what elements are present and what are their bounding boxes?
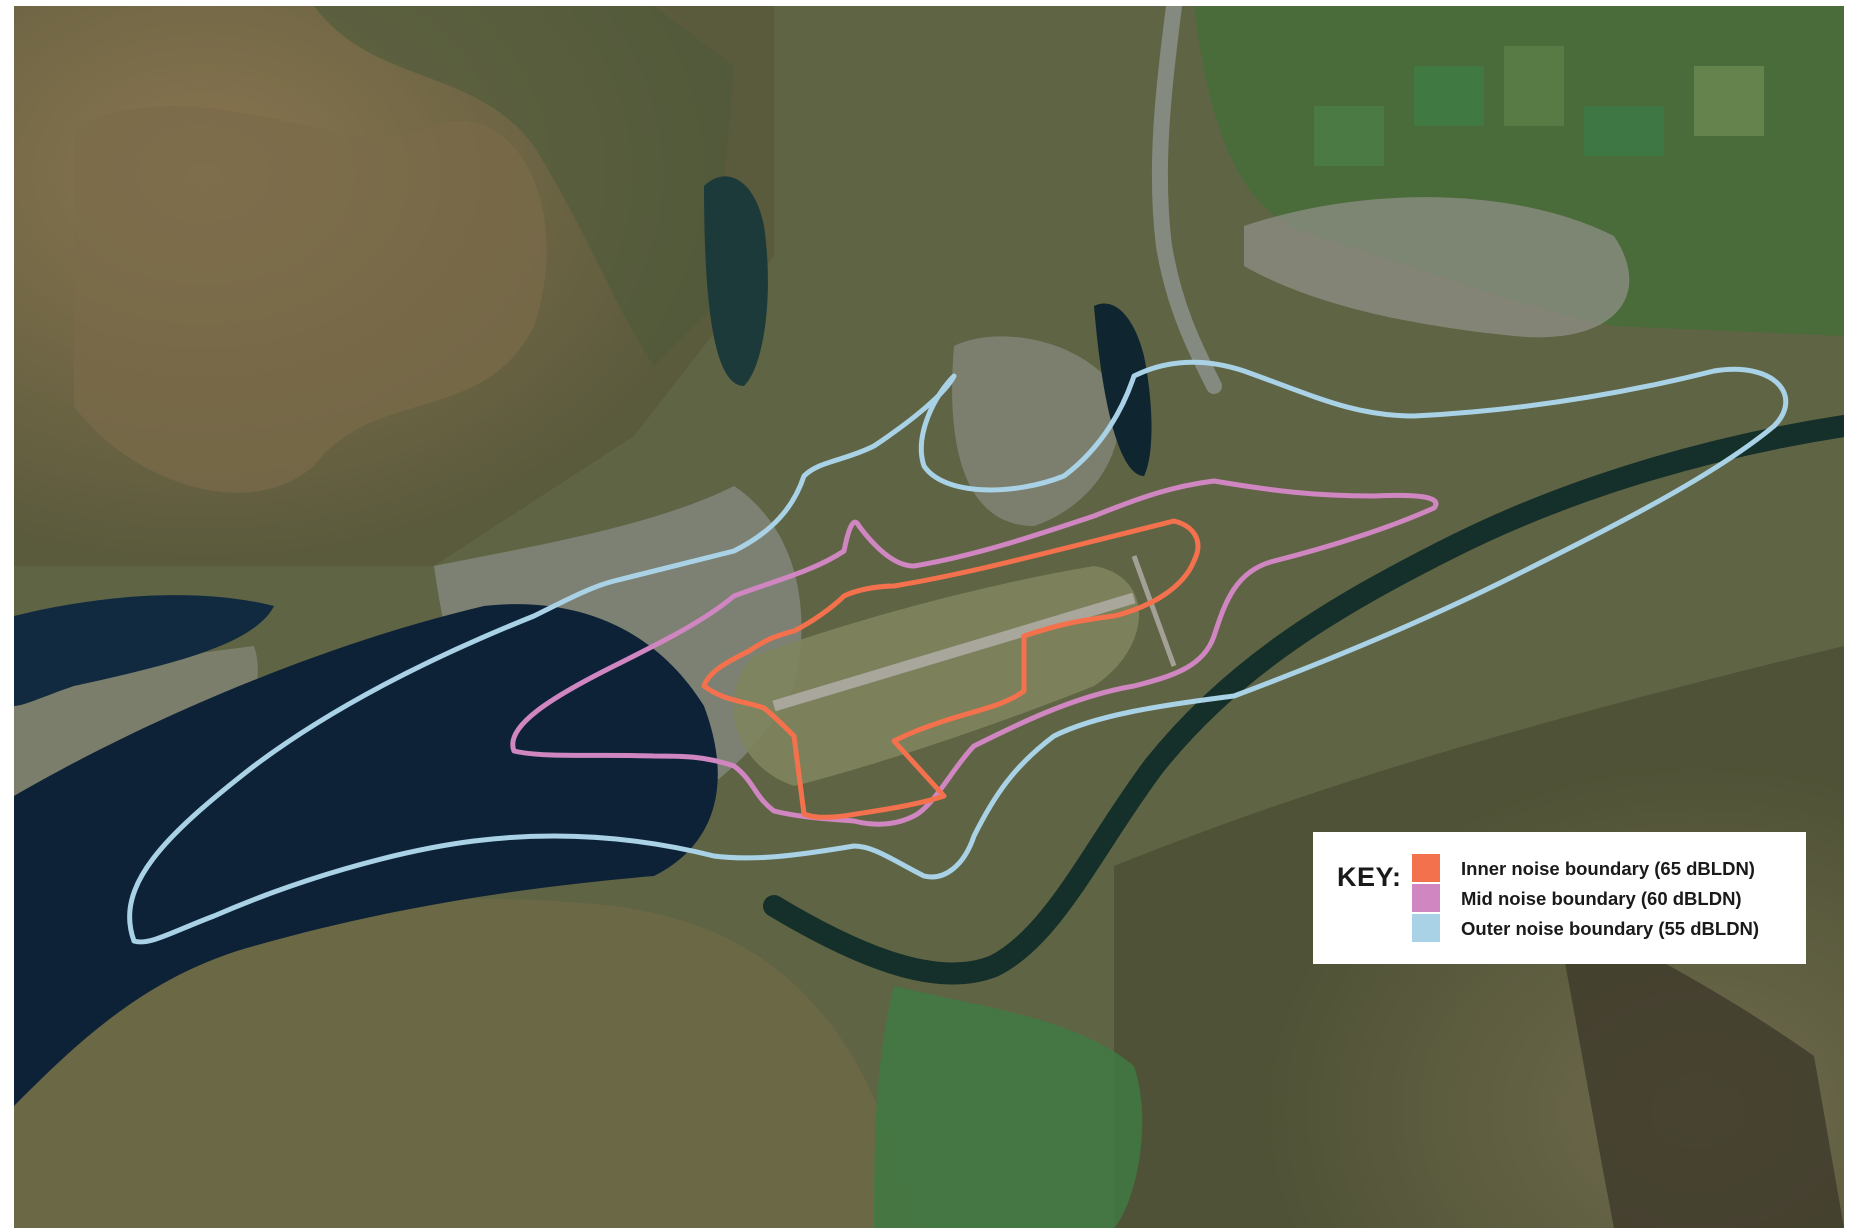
runway-cross	[1131, 555, 1177, 667]
farm-field-4	[1694, 66, 1764, 136]
lake-west-arm	[14, 595, 274, 706]
legend-swatch-inner	[1412, 854, 1440, 882]
mid-noise-boundary	[510, 478, 1439, 827]
map-canvas	[14, 6, 1844, 1228]
inner-noise-boundary	[701, 518, 1201, 820]
legend-label-outer: Outer noise boundary (55 dBLDN)	[1461, 918, 1760, 939]
lake	[14, 604, 718, 1106]
urban-airport-north	[952, 336, 1120, 526]
legend-swatch-outer	[1412, 914, 1440, 942]
river	[763, 415, 1844, 985]
farm-field-5	[1314, 106, 1384, 166]
terrain-ridge-1	[74, 106, 547, 493]
map-legend: KEY: Inner noise boundary (65 dBLDN) Mid…	[1313, 832, 1806, 964]
farm-field-2	[1504, 46, 1564, 126]
urban-northeast	[1244, 197, 1630, 338]
runway	[772, 592, 1136, 712]
terrain-farmland-northeast	[1194, 6, 1844, 336]
legend-label-mid: Mid noise boundary (60 dBLDN)	[1461, 888, 1742, 909]
terrain-ridge-2	[314, 6, 734, 366]
farm-field-1	[1414, 66, 1484, 126]
lake-north	[704, 176, 768, 386]
river-north	[1151, 6, 1222, 394]
farm-field-3	[1584, 106, 1664, 156]
legend-label-inner: Inner noise boundary (65 dBLDN)	[1461, 858, 1755, 879]
legend-swatch-mid	[1412, 884, 1440, 912]
reservoir	[1094, 303, 1152, 476]
aerial-map	[14, 6, 1844, 1228]
airfield-grass	[733, 566, 1139, 786]
valley-fields	[874, 986, 1143, 1228]
outer-noise-boundary	[127, 359, 1789, 945]
legend-title: KEY:	[1337, 862, 1402, 892]
terrain-dark-ridge-southeast	[1554, 906, 1844, 1228]
terrain-mountains-south	[14, 898, 914, 1228]
